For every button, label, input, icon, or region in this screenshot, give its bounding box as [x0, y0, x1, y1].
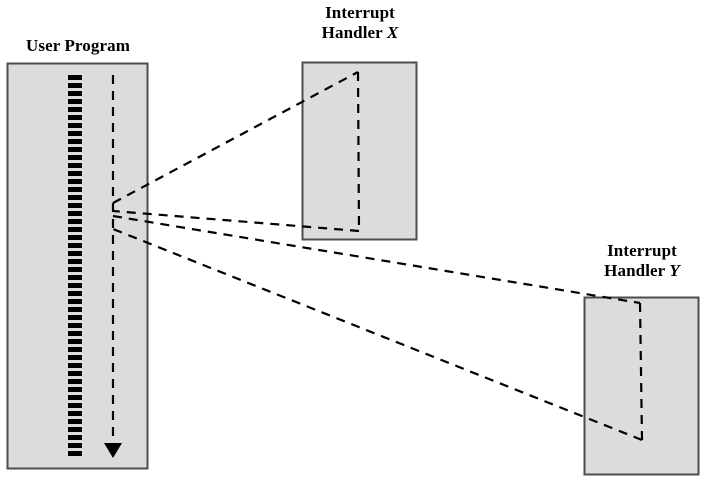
interrupt-handler-y-title: Interrupt Handler Y — [576, 241, 704, 281]
handler-y-exit-line — [112, 227, 643, 442]
handler-x-title-line2: Handler — [321, 23, 383, 43]
handler-x-title-line1: Interrupt — [325, 3, 395, 22]
handler-x-internal-path — [356, 71, 361, 232]
handler-y-title-line1: Interrupt — [607, 241, 677, 260]
handler-y-identifier: Y — [669, 261, 680, 281]
handler-y-internal-path — [638, 302, 644, 441]
handler-x-identifier: X — [386, 23, 399, 43]
user-program-title-text: User Program — [26, 36, 130, 55]
handler-y-title-line2: Handler — [604, 261, 665, 281]
interrupt-handler-x-title: Interrupt Handler X — [294, 3, 426, 43]
instruction-ladder — [68, 75, 82, 456]
user-program-title: User Program — [8, 36, 148, 56]
control-flow-arrowhead — [104, 443, 122, 458]
interrupt-handler-x-box — [301, 61, 418, 241]
transfer-line-to-handler-x — [112, 71, 359, 204]
